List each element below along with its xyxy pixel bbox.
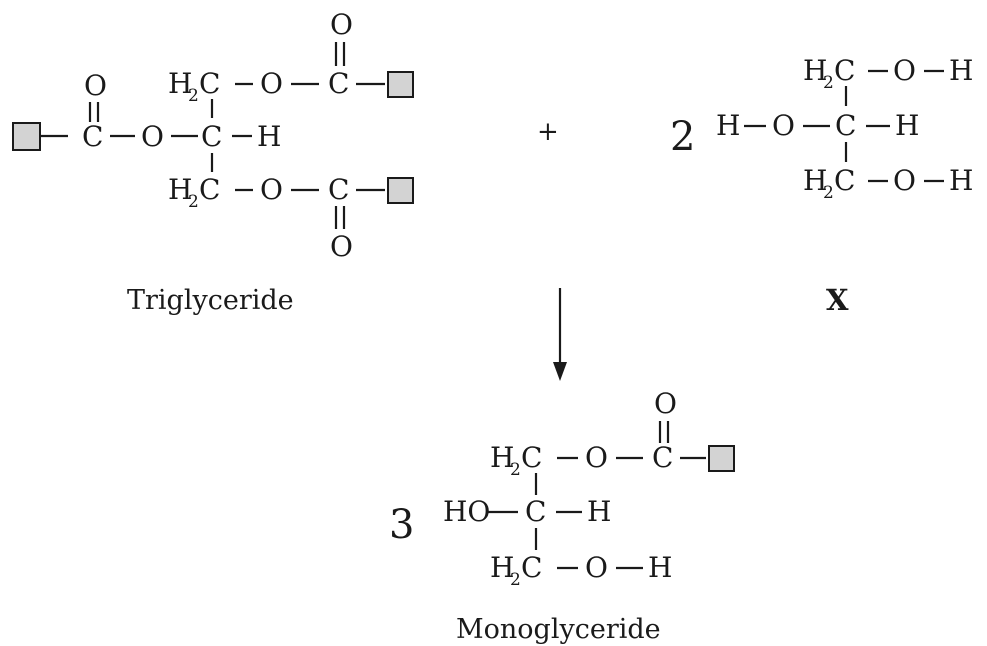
atom-o: O	[141, 120, 164, 153]
atom-o: O	[772, 109, 795, 142]
subscript-2: 2	[188, 192, 199, 212]
atom-c: C	[652, 441, 673, 474]
subscript-2: 2	[823, 73, 834, 93]
glycerol-label-x: X	[826, 283, 849, 317]
atom-c: C	[835, 109, 856, 142]
r-group-box	[387, 177, 414, 204]
atom-c: C	[834, 164, 855, 197]
atom-h: H	[803, 164, 827, 197]
r-group-box	[708, 445, 735, 472]
atom-h: H	[803, 54, 827, 87]
arrow-head	[553, 362, 567, 381]
subscript-2: 2	[823, 183, 834, 203]
monoglyceride-coefficient: 3	[389, 502, 414, 548]
triglyceride-label: Triglyceride	[127, 285, 294, 316]
atom-c: C	[199, 173, 220, 206]
atom-h: H	[587, 495, 611, 528]
atom-o: O	[260, 173, 283, 206]
carbonyl-oxygen: O	[330, 8, 353, 41]
atom-o: O	[585, 551, 608, 584]
triglyceride-structure: O H 2 C O C O C O C H H 2 C O	[12, 8, 414, 263]
glycerol-coefficient: 2	[670, 114, 695, 160]
monoglyceride-structure: O H 2 C O C HO C H H 2 C O H	[443, 387, 735, 590]
atom-c: C	[82, 120, 103, 153]
atom-o: O	[893, 164, 916, 197]
atom-c: C	[521, 441, 542, 474]
atom-h: H	[257, 120, 281, 153]
atom-h: H	[648, 551, 672, 584]
atom-c: C	[521, 551, 542, 584]
subscript-2: 2	[510, 570, 521, 590]
atom-h: H	[490, 551, 514, 584]
subscript-2: 2	[510, 460, 521, 480]
carbonyl-oxygen: O	[84, 69, 107, 102]
atom-h: H	[949, 164, 973, 197]
atom-ho: HO	[443, 495, 490, 528]
atom-o: O	[893, 54, 916, 87]
atom-c: C	[525, 495, 546, 528]
atom-c: C	[834, 54, 855, 87]
atom-c: C	[328, 173, 349, 206]
atom-h: H	[490, 441, 514, 474]
carbonyl-oxygen: O	[330, 230, 353, 263]
atom-h: H	[168, 67, 192, 100]
atom-h: H	[949, 54, 973, 87]
atom-o: O	[260, 67, 283, 100]
subscript-2: 2	[188, 86, 199, 106]
atom-o: O	[585, 441, 608, 474]
plus-sign: +	[537, 117, 559, 147]
r-group-box	[12, 122, 41, 151]
r-group-box	[387, 71, 414, 98]
reaction-arrow	[553, 288, 567, 381]
atom-c: C	[201, 120, 222, 153]
atom-h: H	[895, 109, 919, 142]
atom-h: H	[168, 173, 192, 206]
atom-c: C	[199, 67, 220, 100]
glycerol-structure: H 2 C O H H O C H H 2 C O H	[716, 54, 973, 203]
monoglyceride-label: Monoglyceride	[456, 614, 661, 645]
atom-h: H	[716, 109, 740, 142]
atom-c: C	[328, 67, 349, 100]
carbonyl-oxygen: O	[654, 387, 677, 420]
